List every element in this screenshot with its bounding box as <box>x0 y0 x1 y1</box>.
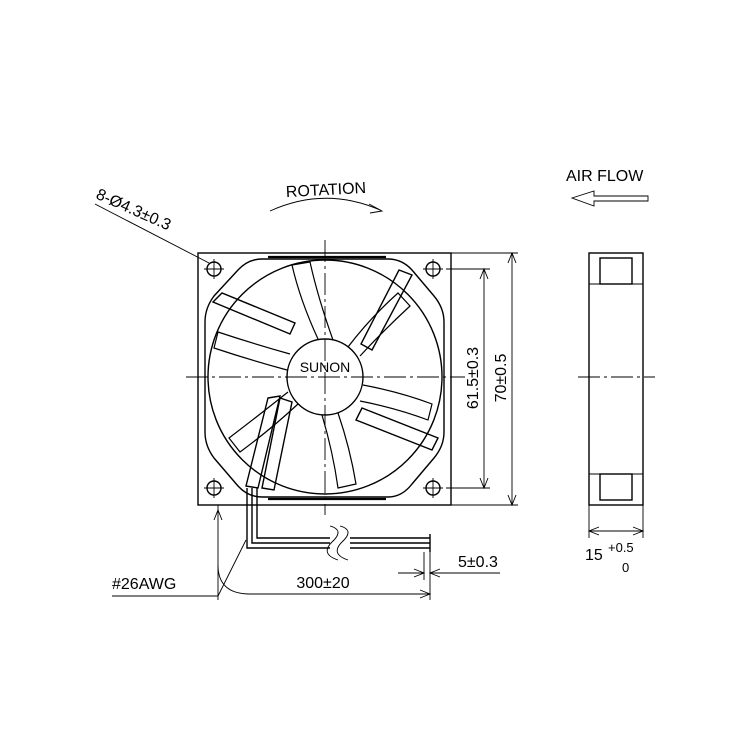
mount-hole-callout: 8-Ø4.3±0.3 <box>93 186 210 264</box>
rotation-label: ROTATION <box>285 180 366 201</box>
lead-wires <box>246 488 431 561</box>
rotation-arrow-arc <box>269 197 381 212</box>
fan-shroud <box>204 258 445 498</box>
rotation-annotation: ROTATION <box>269 180 384 214</box>
thickness-tol-upper: +0.5 <box>608 540 634 555</box>
outer-dim-label: 70±0.5 <box>493 353 510 402</box>
brand-label: SUNON <box>300 359 351 375</box>
mount-hole-leader <box>94 203 210 264</box>
lead-length-dim-line <box>217 564 430 595</box>
airflow-arrow <box>570 190 649 207</box>
airflow-annotation: AIR FLOW <box>566 168 649 207</box>
side-view-bottom-recess <box>599 473 633 501</box>
strip-length-dimension: 5±0.3 <box>398 552 500 580</box>
rotation-arrowhead <box>368 203 384 214</box>
lead-length-dimension: 300±20 <box>213 505 432 600</box>
height-dimensions: 61.5±0.3 70±0.5 <box>446 251 518 507</box>
strip-length-label: 5±0.3 <box>458 554 498 571</box>
lead-length-label: 300±20 <box>296 575 349 592</box>
thickness-dimension: 15 +0.5 0 <box>585 505 645 575</box>
side-view-outline <box>588 252 644 506</box>
wire-break-symbol <box>326 525 339 561</box>
mounting-holes <box>204 259 443 498</box>
side-view-top-recess <box>599 257 633 285</box>
fan-front-view: SUNON <box>186 240 465 515</box>
fan-blades <box>213 261 433 489</box>
fan-frame-outline <box>197 252 452 506</box>
thickness-label: 15 <box>585 547 603 564</box>
fan-side-view <box>578 252 655 506</box>
thickness-tol-lower: 0 <box>622 560 629 575</box>
wire-gauge-label: #26AWG <box>112 576 176 593</box>
airflow-label: AIR FLOW <box>566 168 644 185</box>
mount-holes-label: 8-Ø4.3±0.3 <box>93 186 173 234</box>
inner-dim-label: 61.5±0.3 <box>465 347 482 409</box>
fan-struts <box>211 269 439 491</box>
wire-gauge-callout: #26AWG <box>112 539 247 597</box>
